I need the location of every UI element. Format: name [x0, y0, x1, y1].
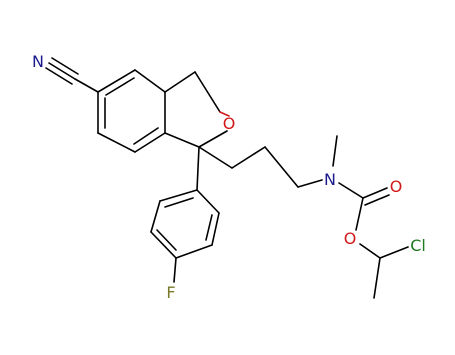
bond [219, 111, 230, 117]
bond [194, 71, 221, 113]
bond [379, 246, 409, 259]
bond [173, 257, 177, 283]
atom-label-carbonyl-o: O [390, 177, 403, 196]
bond [97, 69, 136, 93]
bond [175, 244, 213, 259]
bond [164, 71, 196, 93]
bond [355, 197, 364, 231]
atom-label-ester-o: O [344, 229, 357, 248]
bond [373, 257, 381, 299]
bond [359, 243, 381, 259]
bond [198, 146, 233, 169]
triple-bond [51, 57, 79, 75]
bond [97, 132, 136, 153]
bond [134, 132, 166, 153]
bond [134, 69, 166, 93]
triple-bond [48, 62, 76, 80]
double-bond [105, 77, 135, 96]
double-bond [205, 214, 213, 241]
atom-label-ring-o: O [223, 114, 236, 133]
bond [264, 146, 299, 188]
triple-bond [45, 67, 73, 85]
bond [196, 189, 220, 214]
bond [198, 130, 228, 148]
double-bond [156, 229, 177, 251]
bond-layer [45, 57, 409, 299]
double-bond [364, 194, 390, 206]
atom-label-amine-n: N [324, 170, 336, 189]
bond [159, 189, 198, 202]
bond [164, 132, 200, 148]
bond [362, 187, 388, 199]
bond [338, 182, 364, 199]
atom-label-f: F [166, 283, 175, 302]
bond [332, 135, 338, 167]
bond [297, 179, 323, 188]
double-bond [133, 127, 159, 145]
double-bond [164, 197, 194, 208]
bond [196, 146, 200, 191]
bond [150, 200, 161, 233]
atom-label-layer: N O N O O Cl F [32, 52, 426, 302]
bond [231, 146, 266, 169]
bond [211, 212, 220, 246]
atom-label-nitrile-n: N [32, 52, 44, 71]
bond [74, 78, 99, 93]
atom-label-cl: Cl [410, 236, 426, 255]
bond [150, 231, 177, 259]
